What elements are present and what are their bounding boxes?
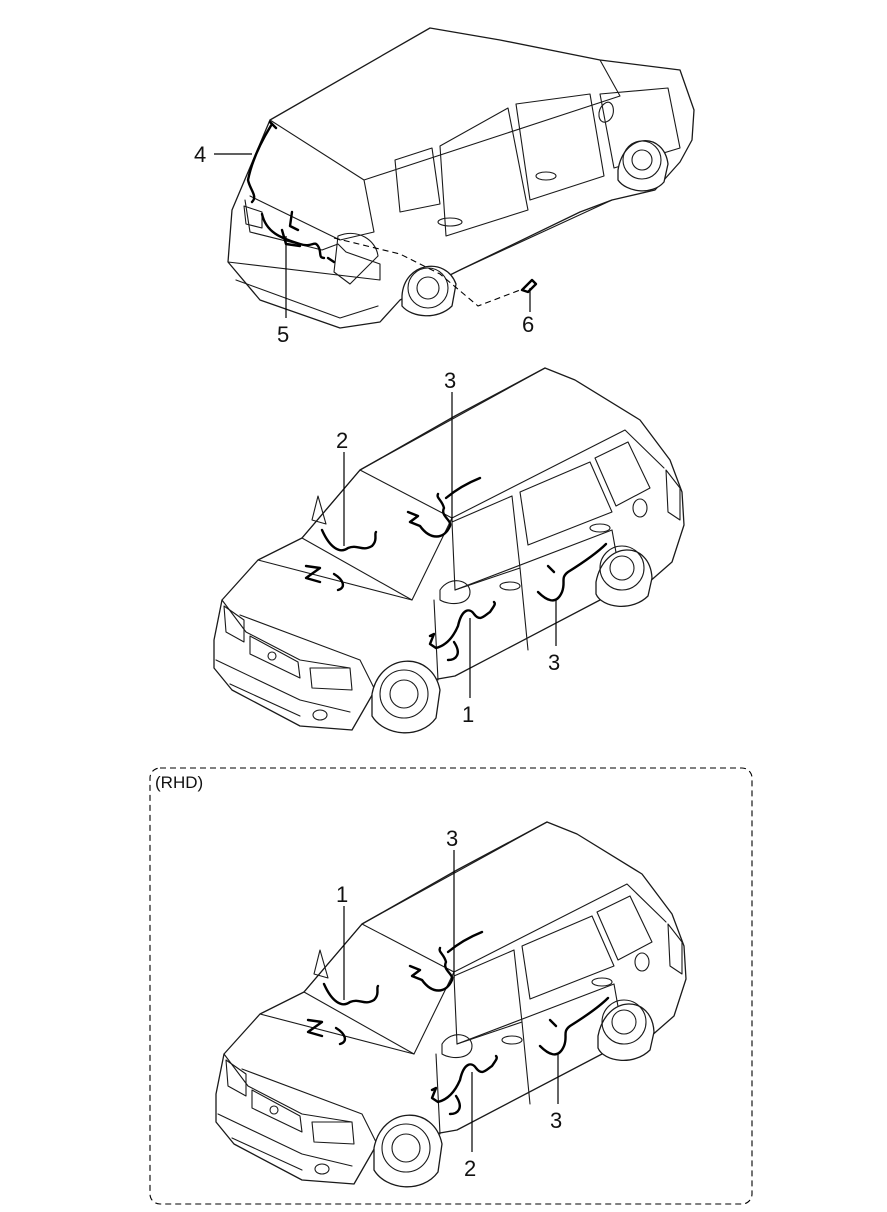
rhd-vehicle — [215, 821, 687, 1188]
callout-lhd-3b: 3 — [548, 650, 560, 675]
callout-6: 6 — [522, 312, 534, 337]
callout-lhd-2: 2 — [336, 428, 348, 453]
callout-rhd-1: 1 — [336, 882, 348, 907]
rhd-dashed-frame — [149, 767, 753, 1205]
callout-lhd-3a: 3 — [444, 368, 456, 393]
callout-rhd-3b: 3 — [550, 1108, 562, 1133]
rear-dashed-link — [333, 237, 521, 307]
callout-rhd-3a: 3 — [446, 826, 458, 851]
lhd-harness-wires — [304, 476, 608, 662]
lhd-vehicle — [213, 367, 685, 734]
callout-lhd-1: 1 — [462, 702, 474, 727]
callout-rhd-2: 2 — [464, 1156, 476, 1181]
rear-view-vehicle — [227, 27, 695, 329]
rhd-harness-wires — [306, 930, 610, 1116]
rhd-label: (RHD) — [155, 773, 203, 792]
callout-4: 4 — [194, 142, 206, 167]
callout-5: 5 — [277, 322, 289, 347]
